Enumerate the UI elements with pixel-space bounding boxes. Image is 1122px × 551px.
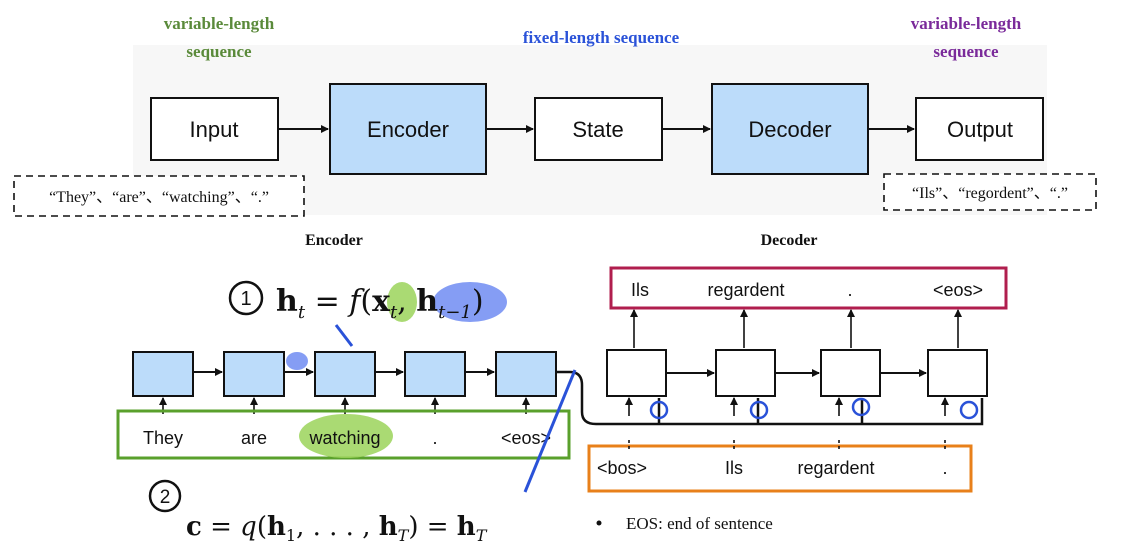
encoder-cell-2 [223, 351, 285, 397]
formula-context: c = q(h1, . . . , hT) = hT [186, 512, 488, 545]
decoder-input-box [587, 444, 973, 493]
step-2-number: 2 [160, 487, 171, 508]
decoder-block [711, 83, 869, 175]
encoder-cell-5 [495, 351, 557, 397]
decoder-output-token-2: regardent [707, 280, 784, 300]
decoder-cell-2 [715, 349, 776, 397]
eos-note: EOS: end of sentence [626, 514, 773, 533]
decoder-input-token-1: <bos> [597, 458, 647, 478]
formula-h-t: ht = f(xt, ht−1) [276, 284, 484, 323]
pen-stroke-h-t [334, 324, 354, 347]
decoder-output-token-1: Ils [631, 280, 649, 300]
encoder-cell-3 [314, 351, 376, 397]
decoder-block-label: Decoder [748, 117, 831, 142]
decoder-cell-1 [606, 349, 667, 397]
decoder-output-token-3: . [847, 280, 852, 300]
state-block [534, 97, 663, 161]
decoder-output-arrows [630, 309, 962, 348]
step-2-circle [148, 479, 182, 513]
encoder-block [329, 83, 487, 175]
encoder-input-token-1: They [143, 428, 183, 448]
pen-stroke-context [523, 369, 577, 493]
output-example-box [883, 173, 1097, 211]
highlight-x-t [387, 282, 417, 322]
decoder-input-token-3: regardent [797, 458, 874, 478]
input-block-label: Input [190, 117, 239, 142]
decoder-title: Decoder [761, 232, 818, 249]
highlight-hidden-state [286, 352, 308, 370]
context-circle-4 [959, 400, 979, 420]
label-fixed-length-sequence: fixed-length sequence [523, 28, 680, 47]
context-circle-3 [851, 397, 871, 417]
context-pen-circles [649, 397, 979, 420]
step-1-circle [228, 280, 264, 316]
decoder-cells [606, 349, 988, 397]
encoder-cell-1 [132, 351, 194, 397]
encoder-cells [132, 351, 557, 397]
input-example-text: “They”、“are”、“watching”、“.” [49, 189, 269, 206]
encoder-input-token-2: are [241, 428, 267, 448]
output-block-label: Output [947, 117, 1013, 142]
encoder-input-token-3: watching [308, 428, 380, 448]
output-block [915, 97, 1044, 161]
label-variable-length-left-line2: sequence [186, 42, 252, 61]
encoder-block-label: Encoder [367, 117, 449, 142]
decoder-input-token-4: . [942, 458, 947, 478]
note-bullet-icon [596, 520, 602, 526]
label-variable-length-right-line1: variable-length [911, 14, 1022, 33]
decoder-input-ticks [628, 440, 946, 452]
highlight-h-t-minus-1 [433, 282, 507, 322]
encoder-input-token-4: . [432, 428, 437, 448]
decoder-cell-4 [927, 349, 988, 397]
state-block-label: State [572, 117, 623, 142]
output-example-text: “Ils”、“regordent”、“.” [912, 185, 1068, 202]
decoder-output-box [609, 266, 1008, 310]
decoder-input-arrows [625, 397, 949, 416]
input-example-box [13, 175, 305, 217]
decoder-cell-3 [820, 349, 881, 397]
input-block [150, 97, 279, 161]
decoder-input-token-2: Ils [725, 458, 743, 478]
encoder-input-token-5: <eos> [501, 428, 551, 448]
highlight-watching [299, 414, 393, 458]
encoder-title: Encoder [305, 232, 363, 249]
label-variable-length-left-line1: variable-length [164, 14, 275, 33]
label-variable-length-right-line2: sequence [933, 42, 999, 61]
encoder-cell-4 [404, 351, 466, 397]
step-1-number: 1 [240, 288, 251, 310]
decoder-output-token-4: <eos> [933, 280, 983, 300]
encoder-input-box [116, 409, 571, 460]
context-circle-2 [749, 400, 769, 420]
context-circle-1 [649, 400, 669, 420]
